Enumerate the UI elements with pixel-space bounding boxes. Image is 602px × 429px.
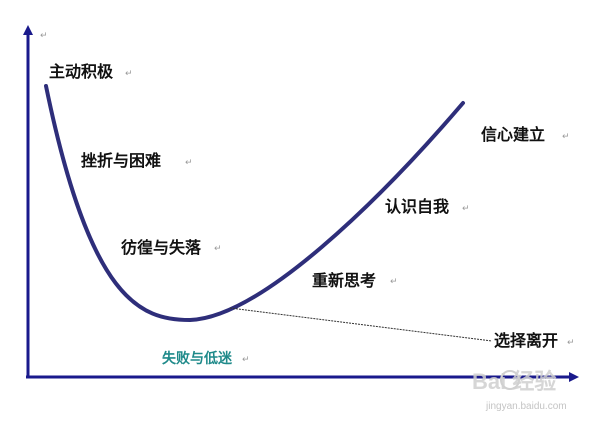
label-self-knowledge: 认识自我: [385, 197, 449, 216]
label-hesitation: 彷徨与失落: [121, 238, 202, 257]
watermark: Bai 经验 jingyan.baidu.com: [472, 369, 567, 412]
return-mark: ↵: [185, 158, 193, 168]
label-rethink: 重新思考: [312, 271, 376, 290]
watermark-brand: Bai 经验: [472, 369, 556, 394]
label-setback: 挫折与困难: [81, 151, 161, 170]
paw-icon: [500, 370, 520, 390]
return-mark: ↵: [125, 69, 133, 79]
label-confidence: 信心建立: [481, 125, 545, 144]
return-mark: ↵: [462, 204, 470, 214]
return-mark: ↵: [390, 277, 398, 287]
label-leave: 选择离开: [494, 331, 558, 350]
leave-branch-line: [229, 307, 493, 342]
return-mark: ↵: [562, 132, 570, 142]
watermark-url: jingyan.baidu.com: [485, 401, 567, 412]
return-mark: ↵: [567, 338, 575, 348]
return-mark: ↵: [214, 244, 222, 254]
return-mark: ↵: [40, 31, 48, 41]
label-low-point: 失败与低迷: [162, 350, 233, 366]
emotion-curve: [44, 84, 465, 323]
label-active: 主动积极: [49, 62, 114, 81]
return-mark: ↵: [242, 355, 250, 365]
